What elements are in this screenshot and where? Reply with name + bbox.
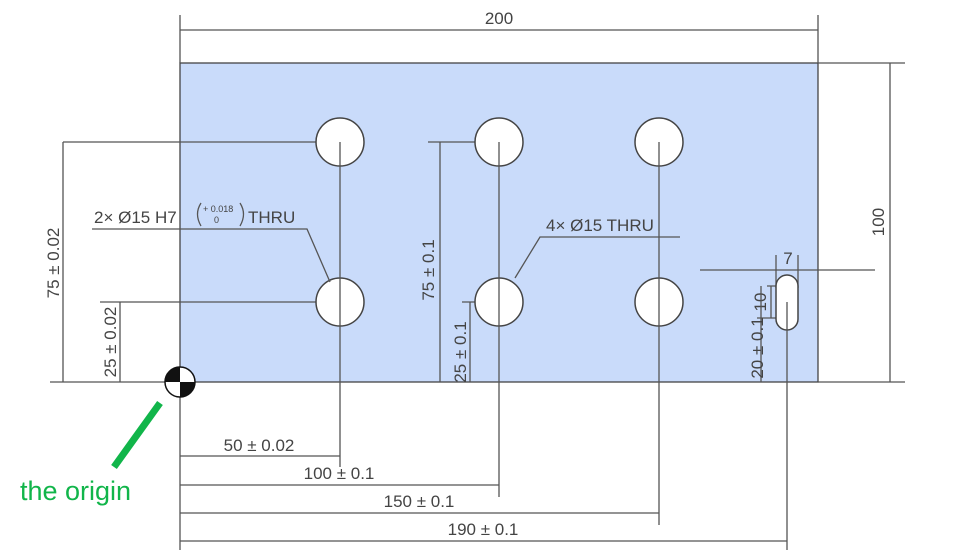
origin-datum-icon [164,366,196,398]
callout-text: 4× Ø15 THRU [546,216,654,235]
dim-text: 25 ± 0.02 [101,307,120,378]
tolerance-paren-right [239,202,245,227]
dim-text: 20 ± 0.1 [748,317,767,378]
dim-text: 190 ± 0.1 [448,520,519,539]
callout-text: THRU [248,208,295,227]
dim-overall-height: 100 [818,62,905,383]
dim-x-chain: 50 ± 0.02 100 ± 0.1 150 ± 0.1 190 ± 0.1 [179,142,788,550]
dim-text: 150 ± 0.1 [384,492,455,511]
callout-text: 2× Ø15 H7 [94,208,177,227]
dim-text: 75 ± 0.1 [419,239,438,300]
dim-slot-y: 20 ± 0.1 [748,286,767,382]
dim-text: 75 ± 0.02 [44,228,63,299]
dim-text: 100 ± 0.1 [304,464,375,483]
dim-75-loose: 75 ± 0.1 [419,141,499,382]
tolerance-lower: 0 [214,215,219,225]
dim-75-tight: 75 ± 0.02 [44,141,340,383]
dim-text: 200 [485,9,513,28]
origin-pointer-arrow [111,400,163,470]
dim-text: 50 ± 0.02 [224,436,295,455]
callout-h7-holes: 2× Ø15 H7 + 0.018 0 THRU [92,202,331,283]
dim-text: 25 ± 0.1 [451,321,470,382]
tolerance-upper: + 0.018 [203,204,233,214]
callout-thru-holes: 4× Ø15 THRU [514,216,680,279]
dim-text: 7 [783,249,792,268]
dim-text: 100 [869,208,888,236]
dim-25-tight: 25 ± 0.02 [100,301,340,382]
origin-label: the origin [20,476,131,506]
tolerance-paren-left [196,202,202,227]
dim-overall-width: 200 [179,9,819,63]
